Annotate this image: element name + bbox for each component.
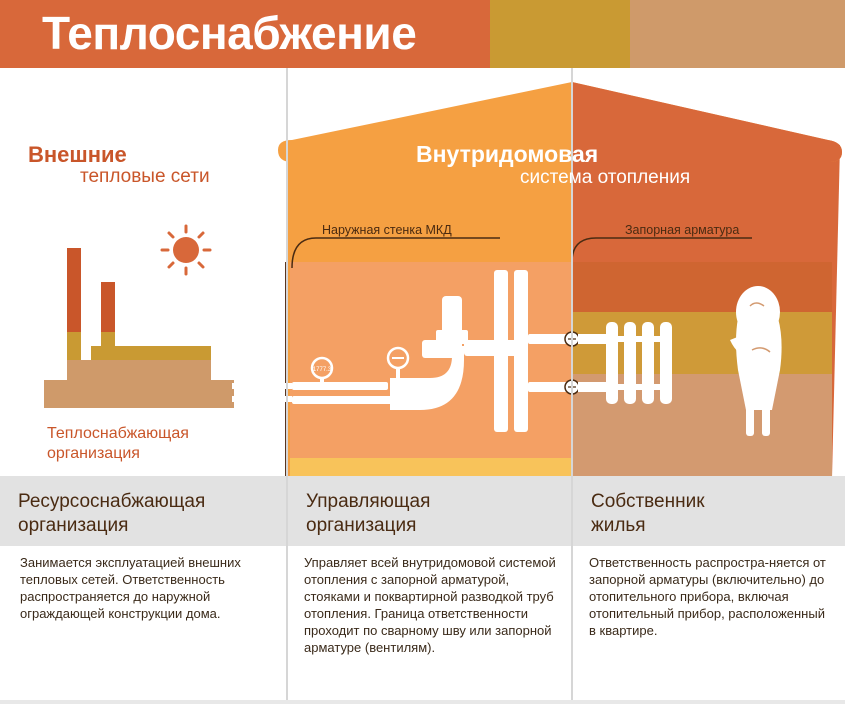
column-text-resource: Занимается эксплуатацией внешних тепловы… — [20, 554, 270, 622]
resident-cup — [751, 347, 771, 353]
floor-middle — [290, 458, 572, 478]
external-pipe — [232, 383, 292, 402]
valves-label: Запорная арматура — [625, 223, 740, 237]
sun-icon — [160, 224, 212, 276]
chimney-tall — [67, 248, 81, 332]
chimney-tall-band — [67, 332, 81, 360]
column-desc-owner: Ответственность распростра-няется от зап… — [589, 555, 826, 638]
external-title: Внешние — [28, 142, 127, 167]
thermometer-gauge-icon — [386, 346, 410, 384]
column-divider-left — [286, 68, 288, 704]
external-subtitle: тепловые сети — [80, 166, 210, 187]
internal-pipes — [292, 270, 572, 432]
column-header-owner: Собственник жилья — [573, 476, 845, 546]
heating-diagram: 1777.3 — [44, 82, 842, 478]
column-header-resource: Ресурсоснабжающая организация — [0, 476, 286, 546]
column-title-owner: Собственник жилья — [591, 491, 705, 536]
factory-base — [44, 380, 234, 408]
column-text-owner: Ответственность распростра-няется от зап… — [589, 554, 829, 639]
gauge-reading: 1777.3 — [313, 367, 332, 373]
house-roof-right — [572, 82, 842, 162]
pressure-gauge-icon: 1777.3 — [310, 356, 334, 386]
banner-gold-block — [490, 0, 630, 68]
column-desc-management: Управляет всей внутридомовой системой от… — [304, 555, 556, 655]
wall-label: Наружная стенка МКД — [322, 223, 452, 237]
column-title-management: Управляющая организация — [306, 491, 431, 536]
column-title-resource: Ресурсоснабжающая организация — [18, 491, 206, 536]
banner-tan-block — [630, 0, 845, 68]
resident-face — [749, 302, 765, 307]
bottom-border — [0, 700, 845, 704]
room-middle — [290, 262, 572, 458]
title-banner: Теплоснабжение — [0, 0, 845, 68]
column-desc-resource: Занимается эксплуатацией внешних тепловы… — [20, 555, 241, 621]
room-right-top — [572, 262, 832, 312]
page-title: Теплоснабжение — [42, 7, 417, 59]
banner-orange-block — [0, 0, 490, 68]
supply-org-label: Теплоснабжающая организация — [47, 425, 189, 462]
factory-body — [67, 360, 211, 380]
wall-leader-line — [291, 237, 500, 269]
resident-icon — [730, 286, 782, 436]
chimney-short — [101, 282, 115, 332]
factory-roof — [91, 346, 211, 362]
column-divider-right — [571, 68, 573, 704]
radiator-icon — [578, 322, 672, 404]
column-text-management: Управляет всей внутридомовой системой от… — [304, 554, 566, 656]
column-header-management: Управляющая организация — [288, 476, 571, 546]
internal-title: Внутридомовая — [416, 141, 599, 167]
internal-subtitle: система отопления — [520, 167, 691, 188]
